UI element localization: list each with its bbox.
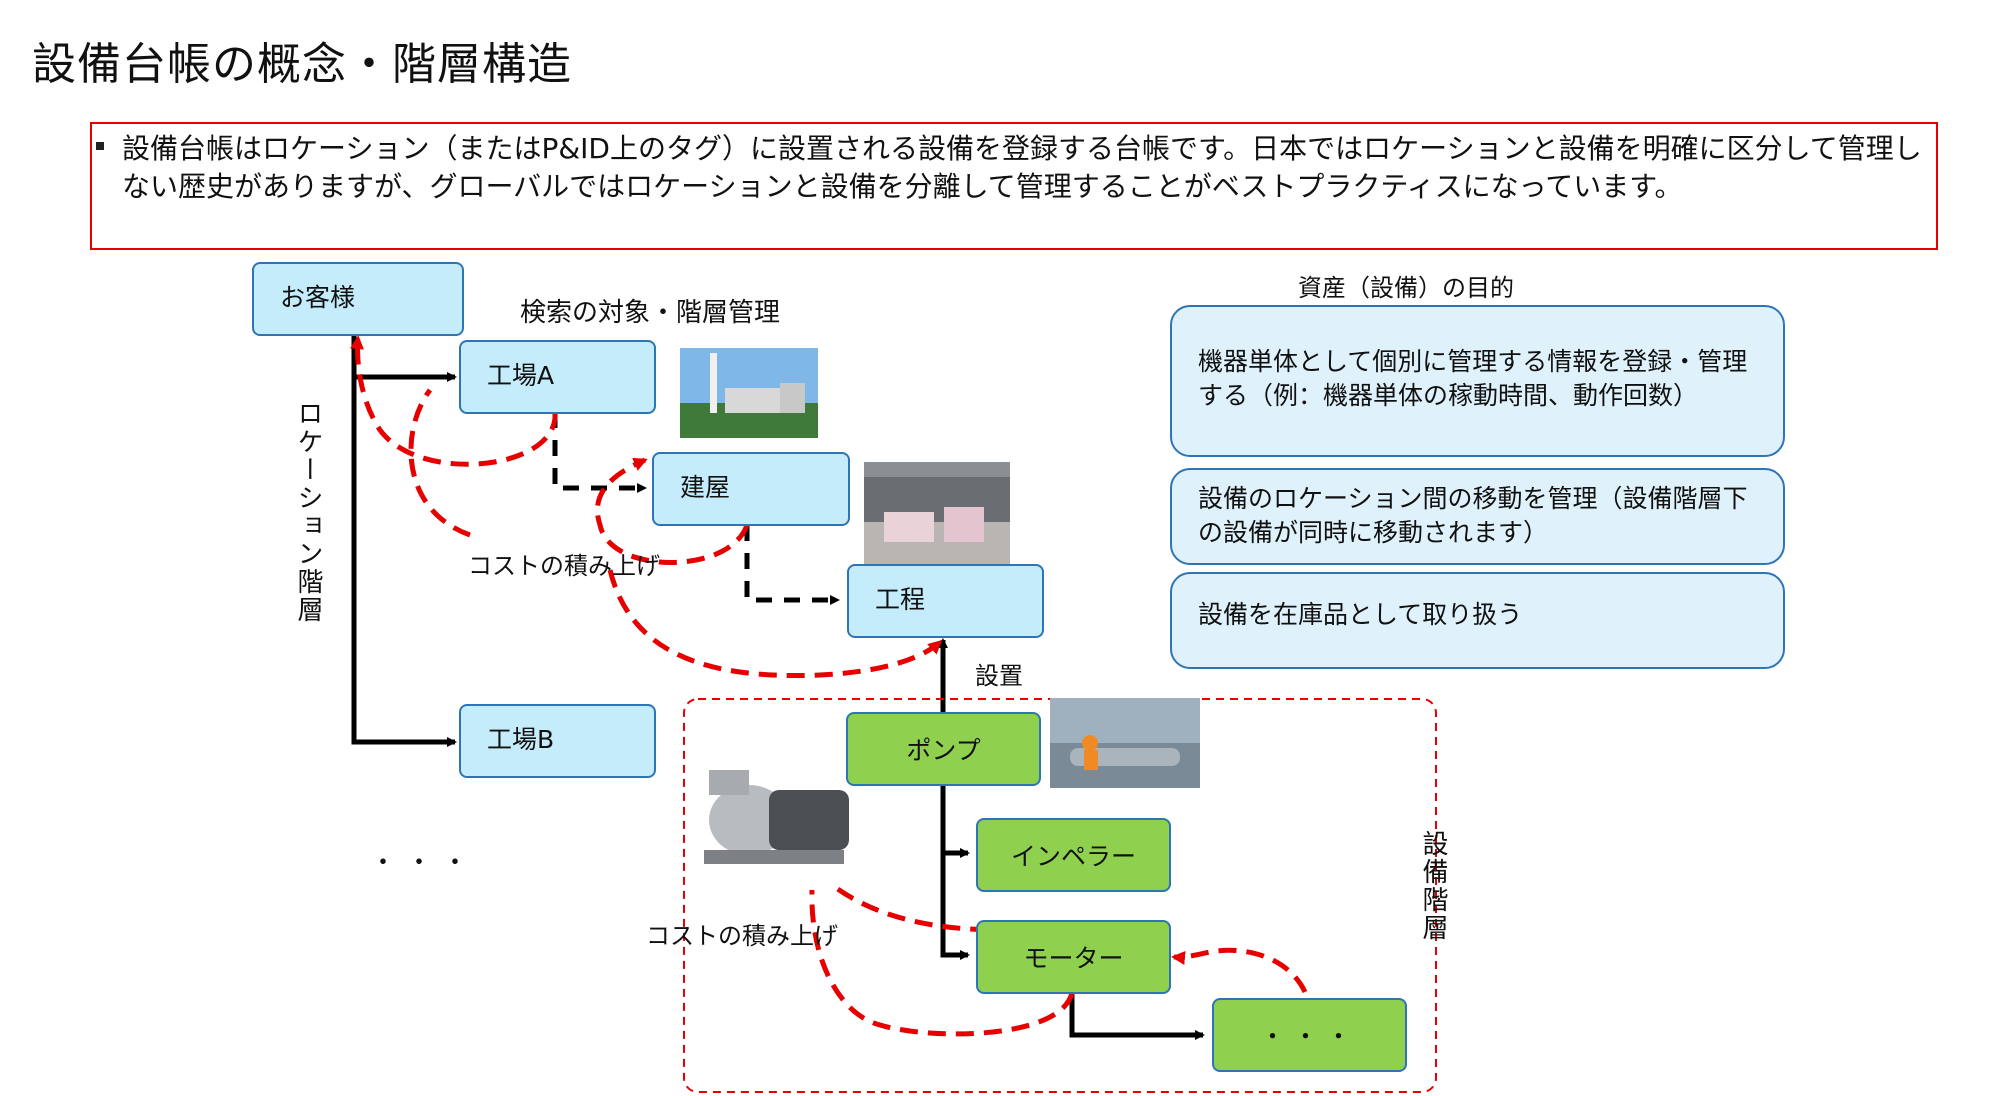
impeller-node: インペラー: [976, 818, 1171, 892]
equipment-more-node: ・・・: [1212, 998, 1407, 1072]
cost-rollup-arrow-7: [1171, 947, 1308, 994]
notice-text: 設備台帳はロケーション（またはP&ID上のタグ）に設置される設備を登録する台帳で…: [122, 132, 1922, 203]
purpose-item-2: 設備のロケーション間の移動を管理（設備階層下の設備が同時に移動されます）: [1170, 468, 1785, 565]
equipment-hierarchy-label: 設備階層: [1418, 830, 1448, 942]
location-cost-rollup-label: コストの積み上げ: [468, 552, 660, 580]
motor-node: モーター: [976, 920, 1171, 994]
equipment-trunk-line: [940, 785, 970, 960]
install-label: 設置: [975, 662, 1023, 690]
process-node: 工程: [847, 564, 1044, 638]
motor-to-more-line: [1069, 990, 1205, 1040]
building-interior-photo: [864, 462, 1010, 564]
equipment-cost-rollup-label: コストの積み上げ: [646, 922, 838, 950]
pump-motor-photo: [694, 750, 854, 885]
location-trunk-line: [351, 335, 457, 747]
building-node: 建屋: [652, 452, 850, 526]
cost-rollup-arrow-3: [594, 457, 750, 565]
customer-node: お客様: [252, 262, 464, 336]
purpose-heading: 資産（設備）の目的: [1298, 274, 1514, 302]
factory-photo: [680, 348, 818, 438]
equipment-hierarchy-frame: [683, 698, 1437, 1093]
notice-box: 設備台帳はロケーション（またはP&ID上のタグ）に設置される設備を登録する台帳で…: [90, 122, 1938, 250]
page-title: 設備台帳の概念・階層構造: [32, 39, 572, 90]
cost-rollup-arrow-1: [350, 335, 558, 467]
pump-node: ポンプ: [846, 712, 1041, 786]
cost-rollup-arrow-4: [607, 569, 943, 679]
cost-rollup-arrow-6: [809, 889, 1075, 1037]
plant-a-to-building-line: [552, 412, 647, 493]
pump-site-photo: [1050, 698, 1200, 788]
search-target-label: 検索の対象・階層管理: [520, 298, 781, 328]
bullet-icon: [96, 142, 104, 150]
plant-a-node: 工場A: [459, 340, 656, 414]
purpose-item-3: 設備を在庫品として取り扱う: [1170, 572, 1785, 669]
plant-b-node: 工場B: [459, 704, 656, 778]
location-hierarchy-label: ロケーション階層: [293, 400, 323, 624]
building-to-process-line: [744, 525, 840, 605]
cost-rollup-arrow-2: [408, 388, 471, 538]
location-ellipsis: ・・・: [370, 848, 479, 878]
purpose-item-1: 機器単体として個別に管理する情報を登録・管理する（例：機器単体の稼動時間、動作回…: [1170, 305, 1785, 457]
